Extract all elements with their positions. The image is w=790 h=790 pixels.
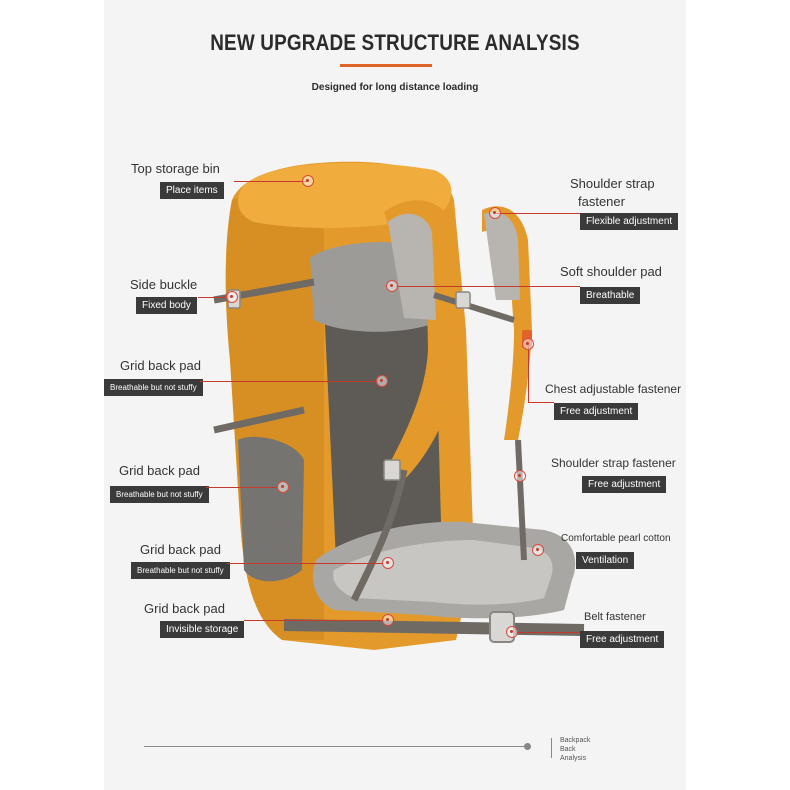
left-strap-pad [388,213,436,320]
callout-tag-breathable: Breathable [580,287,641,304]
compression-strap-2 [213,406,305,434]
hotspot-icon [532,544,544,556]
footer-divider [551,738,552,758]
callout-label-chest-adjustable-fastener: Chest adjustable fastener [545,382,682,396]
right-shoulder-strap [482,206,532,440]
title-underline [340,64,432,67]
callout-label-top-storage-bin: Top storage bin [131,161,220,176]
footer-caption: Backpack Back Analysis [560,736,590,763]
load-strap [350,469,408,602]
callout-tag-invisible-storage: Invisible storage [160,621,245,638]
callout-line [244,620,382,621]
callout-line [200,381,376,382]
hotspot-icon [277,481,289,493]
belt-strap [283,619,585,636]
footer-dot [524,743,531,750]
callout-label-grid-back-pad-3: Grid back pad [140,542,221,557]
callout-tag-free-adjustment-2: Free adjustment [582,476,667,493]
callout-line [528,402,554,403]
hotspot-icon [522,338,534,350]
back-panel [322,253,442,573]
hotspot-icon [514,470,526,482]
callout-tag-place-items: Place items [160,182,224,199]
callout-tag-breathable-2: Breathable but not stuffy [110,486,209,503]
hotspot-icon [489,207,501,219]
footer-line-2: Back [560,746,576,753]
left-shoulder-strap [384,200,460,480]
hotspot-icon [506,626,518,638]
hotspot-icon [382,557,394,569]
callout-label-shoulder-strap-fastener-line2: fastener [578,194,625,209]
callout-tag-flexible-adjustment: Flexible adjustment [580,213,679,230]
hotspot-icon [376,375,388,387]
shoulder-buckle-shape [455,291,471,309]
page-subtitle: Designed for long distance loading [311,82,479,93]
hip-belt-inner [333,540,553,605]
callout-label-side-buckle: Side buckle [130,277,198,292]
callout-label-grid-back-pad-4: Grid back pad [144,601,225,616]
right-lower-strap [515,439,527,561]
callout-line [206,487,278,488]
footer-line-1: Backpack [560,737,591,744]
footer-line-3: Analysis [560,755,587,762]
callout-line [396,286,580,287]
right-strap-pad [484,212,520,300]
callout-label-soft-shoulder-pad: Soft shoulder pad [560,264,662,279]
callout-tag-free-adjustment-3: Free adjustment [580,631,665,648]
callout-line [198,297,228,298]
callout-tag-free-adjustment-1: Free adjustment [554,403,639,420]
callout-tag-fixed-body: Fixed body [136,297,197,314]
hotspot-icon [226,291,238,303]
callout-line [496,213,580,214]
callout-label-grid-back-pad-1: Grid back pad [120,358,201,373]
callout-line [528,344,529,402]
callout-tag-breathable-3: Breathable but not stuffy [131,562,230,579]
callout-line [234,181,308,182]
callout-tag-ventilation: Ventilation [576,552,635,569]
hotspot-icon [382,614,394,626]
footer-line [144,746,528,747]
callout-line [516,632,580,633]
page-title: NEW UPGRADE STRUCTURE ANALYSIS [210,30,580,55]
callout-label-shoulder-strap-fastener-2: Shoulder strap fastener [551,456,676,470]
callout-line [227,563,382,564]
side-mesh-pocket [238,436,304,582]
callout-label-shoulder-strap-fastener: Shoulder strap [570,176,655,191]
callout-label-grid-back-pad-2: Grid back pad [119,463,200,478]
callout-tag-breathable-1: Breathable but not stuffy [104,379,203,396]
backpack-illustration [213,161,585,650]
hotspot-icon [302,175,314,187]
sternum-strap [433,292,515,323]
product-panel: NEW UPGRADE STRUCTURE ANALYSIS Designed … [104,0,686,790]
strap-buckle-shape [383,459,401,481]
callout-label-comfortable-pearl-cotton: Comfortable pearl cotton [561,533,671,544]
hotspot-icon [386,280,398,292]
callout-label-belt-fastener: Belt fastener [584,611,646,623]
